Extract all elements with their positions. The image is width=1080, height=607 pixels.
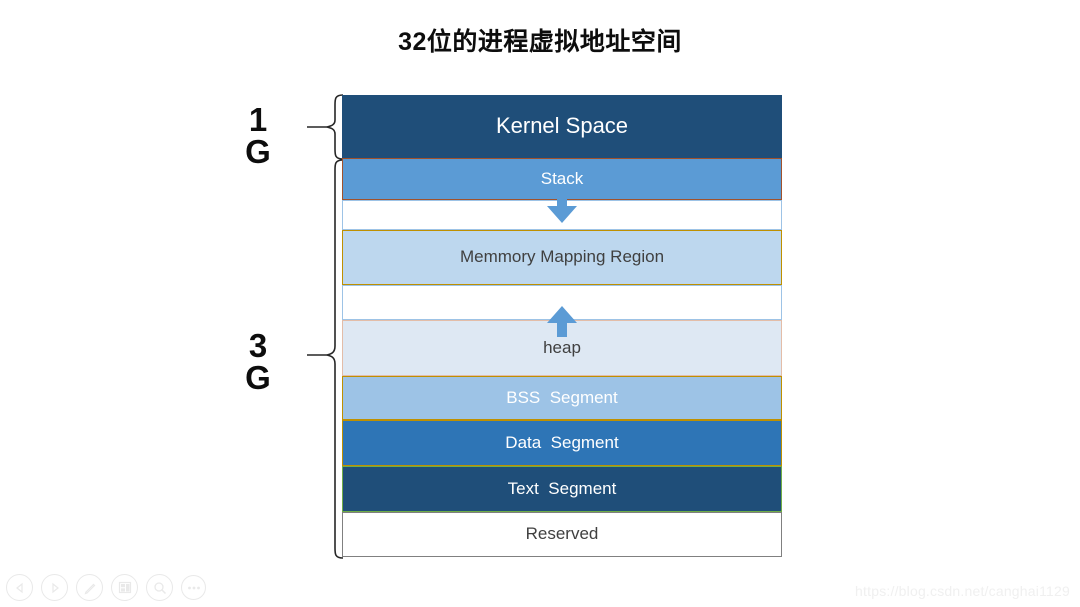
stack-growth-arrow (545, 192, 579, 224)
presentation-toolbar[interactable] (6, 574, 206, 601)
mem-block-label: heap (543, 337, 581, 357)
previous-icon[interactable] (6, 574, 33, 601)
mem-block-data-segment[interactable]: Data Segment (342, 420, 782, 466)
mem-block-reserved[interactable]: Reserved (342, 512, 782, 557)
heap-growth-arrow (545, 305, 579, 337)
kernel-size-label: 1 G (228, 101, 288, 171)
mem-block-label: Text Segment (507, 478, 617, 498)
mem-block-kernel-space[interactable]: Kernel Space (342, 95, 782, 158)
pen-icon[interactable] (76, 574, 103, 601)
kernel-size-line1: 1 (248, 101, 268, 138)
mem-block-label: Stack (540, 168, 584, 188)
user-size-line2: G (245, 359, 271, 397)
mem-block-label: Memmory Mapping Region (459, 247, 665, 267)
slides-icon[interactable] (111, 574, 138, 601)
user-size-label: 3 G (228, 327, 288, 397)
page-title: 32位的进程虚拟地址空间 (398, 28, 682, 56)
mem-block-label: Kernel Space (495, 113, 629, 139)
mem-block-label: Reserved (525, 524, 599, 544)
mem-block-label: Data Segment (505, 432, 619, 452)
brace-kernel (305, 93, 345, 161)
next-icon[interactable] (41, 574, 68, 601)
mem-block-memory-mapping[interactable]: Memmory Mapping Region (342, 230, 782, 285)
kernel-size-line2: G (245, 133, 271, 171)
mem-block-bss-segment[interactable]: BSS Segment (342, 376, 782, 420)
brace-user (305, 158, 345, 560)
user-size-line1: 3 (248, 327, 268, 364)
watermark: https://blog.csdn.net/canghai1129 (855, 583, 1070, 599)
mem-block-text-segment[interactable]: Text Segment (342, 466, 782, 512)
more-icon[interactable] (181, 575, 206, 600)
search-icon[interactable] (146, 574, 173, 601)
mem-block-label: BSS Segment (506, 387, 618, 407)
